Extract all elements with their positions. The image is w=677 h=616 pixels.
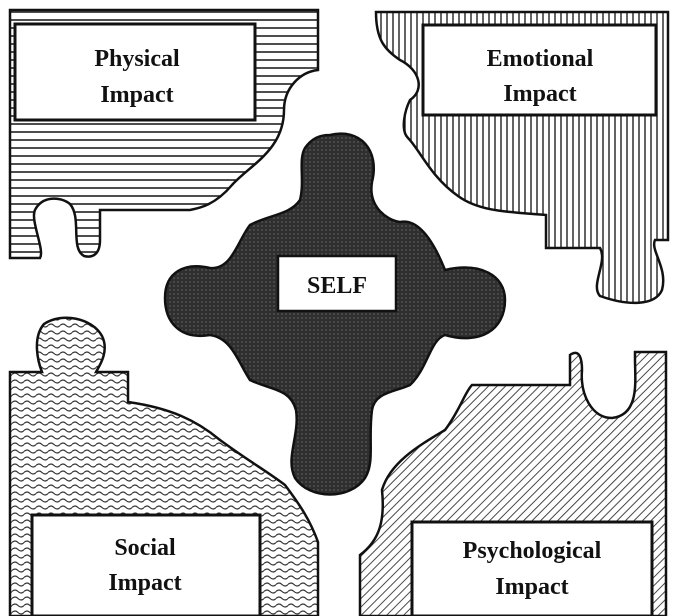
social-label-line2: Impact [108, 570, 181, 596]
piece-emotional: Emotional Impact [374, 10, 670, 305]
emotional-label-line1: Emotional [487, 46, 594, 72]
psychological-label-box [410, 520, 654, 616]
psychological-label-line1: Psychological [463, 538, 602, 564]
physical-label-line1: Physical [94, 46, 180, 72]
social-label-line1: Social [114, 535, 176, 561]
emotional-label-box [421, 23, 658, 117]
piece-self: SELF [163, 132, 507, 496]
piece-self-shape [163, 132, 507, 496]
psychological-label-line2: Impact [495, 574, 568, 600]
physical-label-box [13, 22, 257, 122]
piece-physical: Physical Impact [8, 8, 320, 260]
piece-psychological: Psychological Impact [358, 350, 668, 616]
emotional-label-line2: Impact [503, 81, 576, 107]
social-label-box [30, 513, 262, 616]
self-label-box [276, 254, 398, 313]
piece-social: Social Impact [8, 316, 320, 616]
physical-label-line2: Impact [100, 82, 173, 108]
self-label: SELF [307, 273, 367, 299]
